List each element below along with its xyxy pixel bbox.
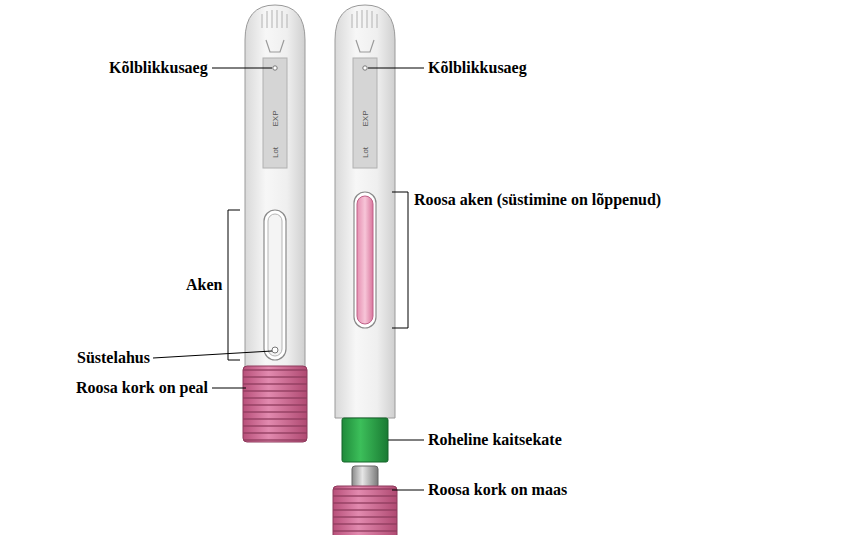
pen-print: Lot [271, 146, 280, 157]
callout-label: Roosa kork on maas [428, 481, 567, 499]
callout-label: Roheline kaitsekate [428, 431, 562, 449]
callout-label: Roosa aken (süstimine on lõppenud) [414, 191, 661, 209]
callout-label: Süstelahus [77, 349, 150, 367]
pen-print: Lot [361, 146, 370, 157]
callout-label: Aken [186, 276, 222, 294]
callout-label: Kõlblikkusaeg [109, 59, 208, 77]
callout-label: Kõlblikkusaeg [428, 59, 527, 77]
pen-print: EXP [271, 110, 280, 126]
callout-label: Roosa kork on peal [76, 379, 208, 397]
pen-print: EXP [361, 110, 370, 126]
